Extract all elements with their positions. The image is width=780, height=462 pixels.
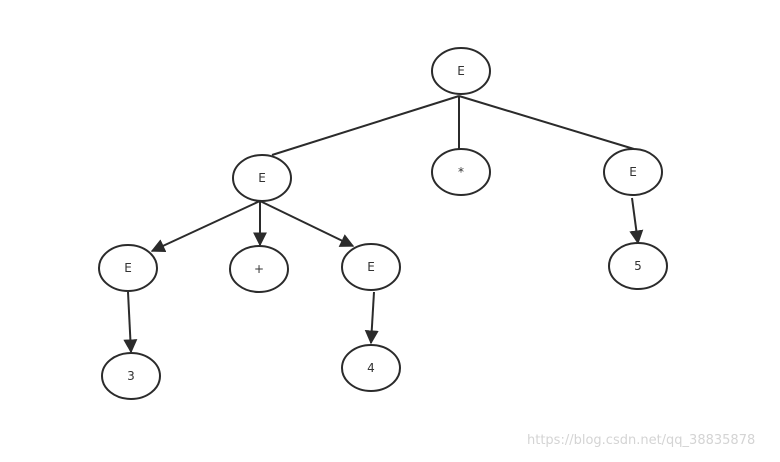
node-label: 4 [367,361,375,375]
edge-e-lr-to-four [364,291,379,345]
node-e-lr: E [341,243,401,291]
edge-e-left-to-e-lr [259,200,355,247]
edge-e-right-to-five [629,197,644,245]
node-ellipse [431,148,491,196]
edge-root-to-e-left [271,95,460,156]
node-ellipse [608,242,668,290]
node-e-left: E [232,154,292,202]
node-five: 5 [608,242,668,290]
watermark-text: https://blog.csdn.net/qq_38835878 [527,433,756,448]
node-label: E [258,171,266,185]
node-label: E [457,64,465,78]
node-label: + [254,262,264,276]
node-root: E [431,47,491,95]
node-ellipse [229,245,289,293]
edges-layer [123,95,644,354]
node-ellipse [431,47,491,95]
edge-e-ll-to-three [123,291,138,354]
node-label: E [367,260,375,274]
node-ellipse [341,344,401,392]
node-label: 3 [127,369,135,383]
node-ellipse [98,244,158,292]
nodes-layer: E E * E E + E 5 3 4 [98,47,668,400]
node-e-right: E [603,148,663,196]
node-plus: + [229,245,289,293]
node-three: 3 [101,352,161,400]
edge-e-left-to-e-ll [150,200,261,253]
node-e-ll: E [98,244,158,292]
node-label: * [458,165,464,179]
edge-root-to-e-right [458,95,635,150]
node-ellipse [603,148,663,196]
node-ellipse [101,352,161,400]
node-label: 5 [634,259,642,273]
node-ellipse [232,154,292,202]
node-four: 4 [341,344,401,392]
node-star: * [431,148,491,196]
node-ellipse [341,243,401,291]
node-label: E [629,165,637,179]
node-label: E [124,261,132,275]
